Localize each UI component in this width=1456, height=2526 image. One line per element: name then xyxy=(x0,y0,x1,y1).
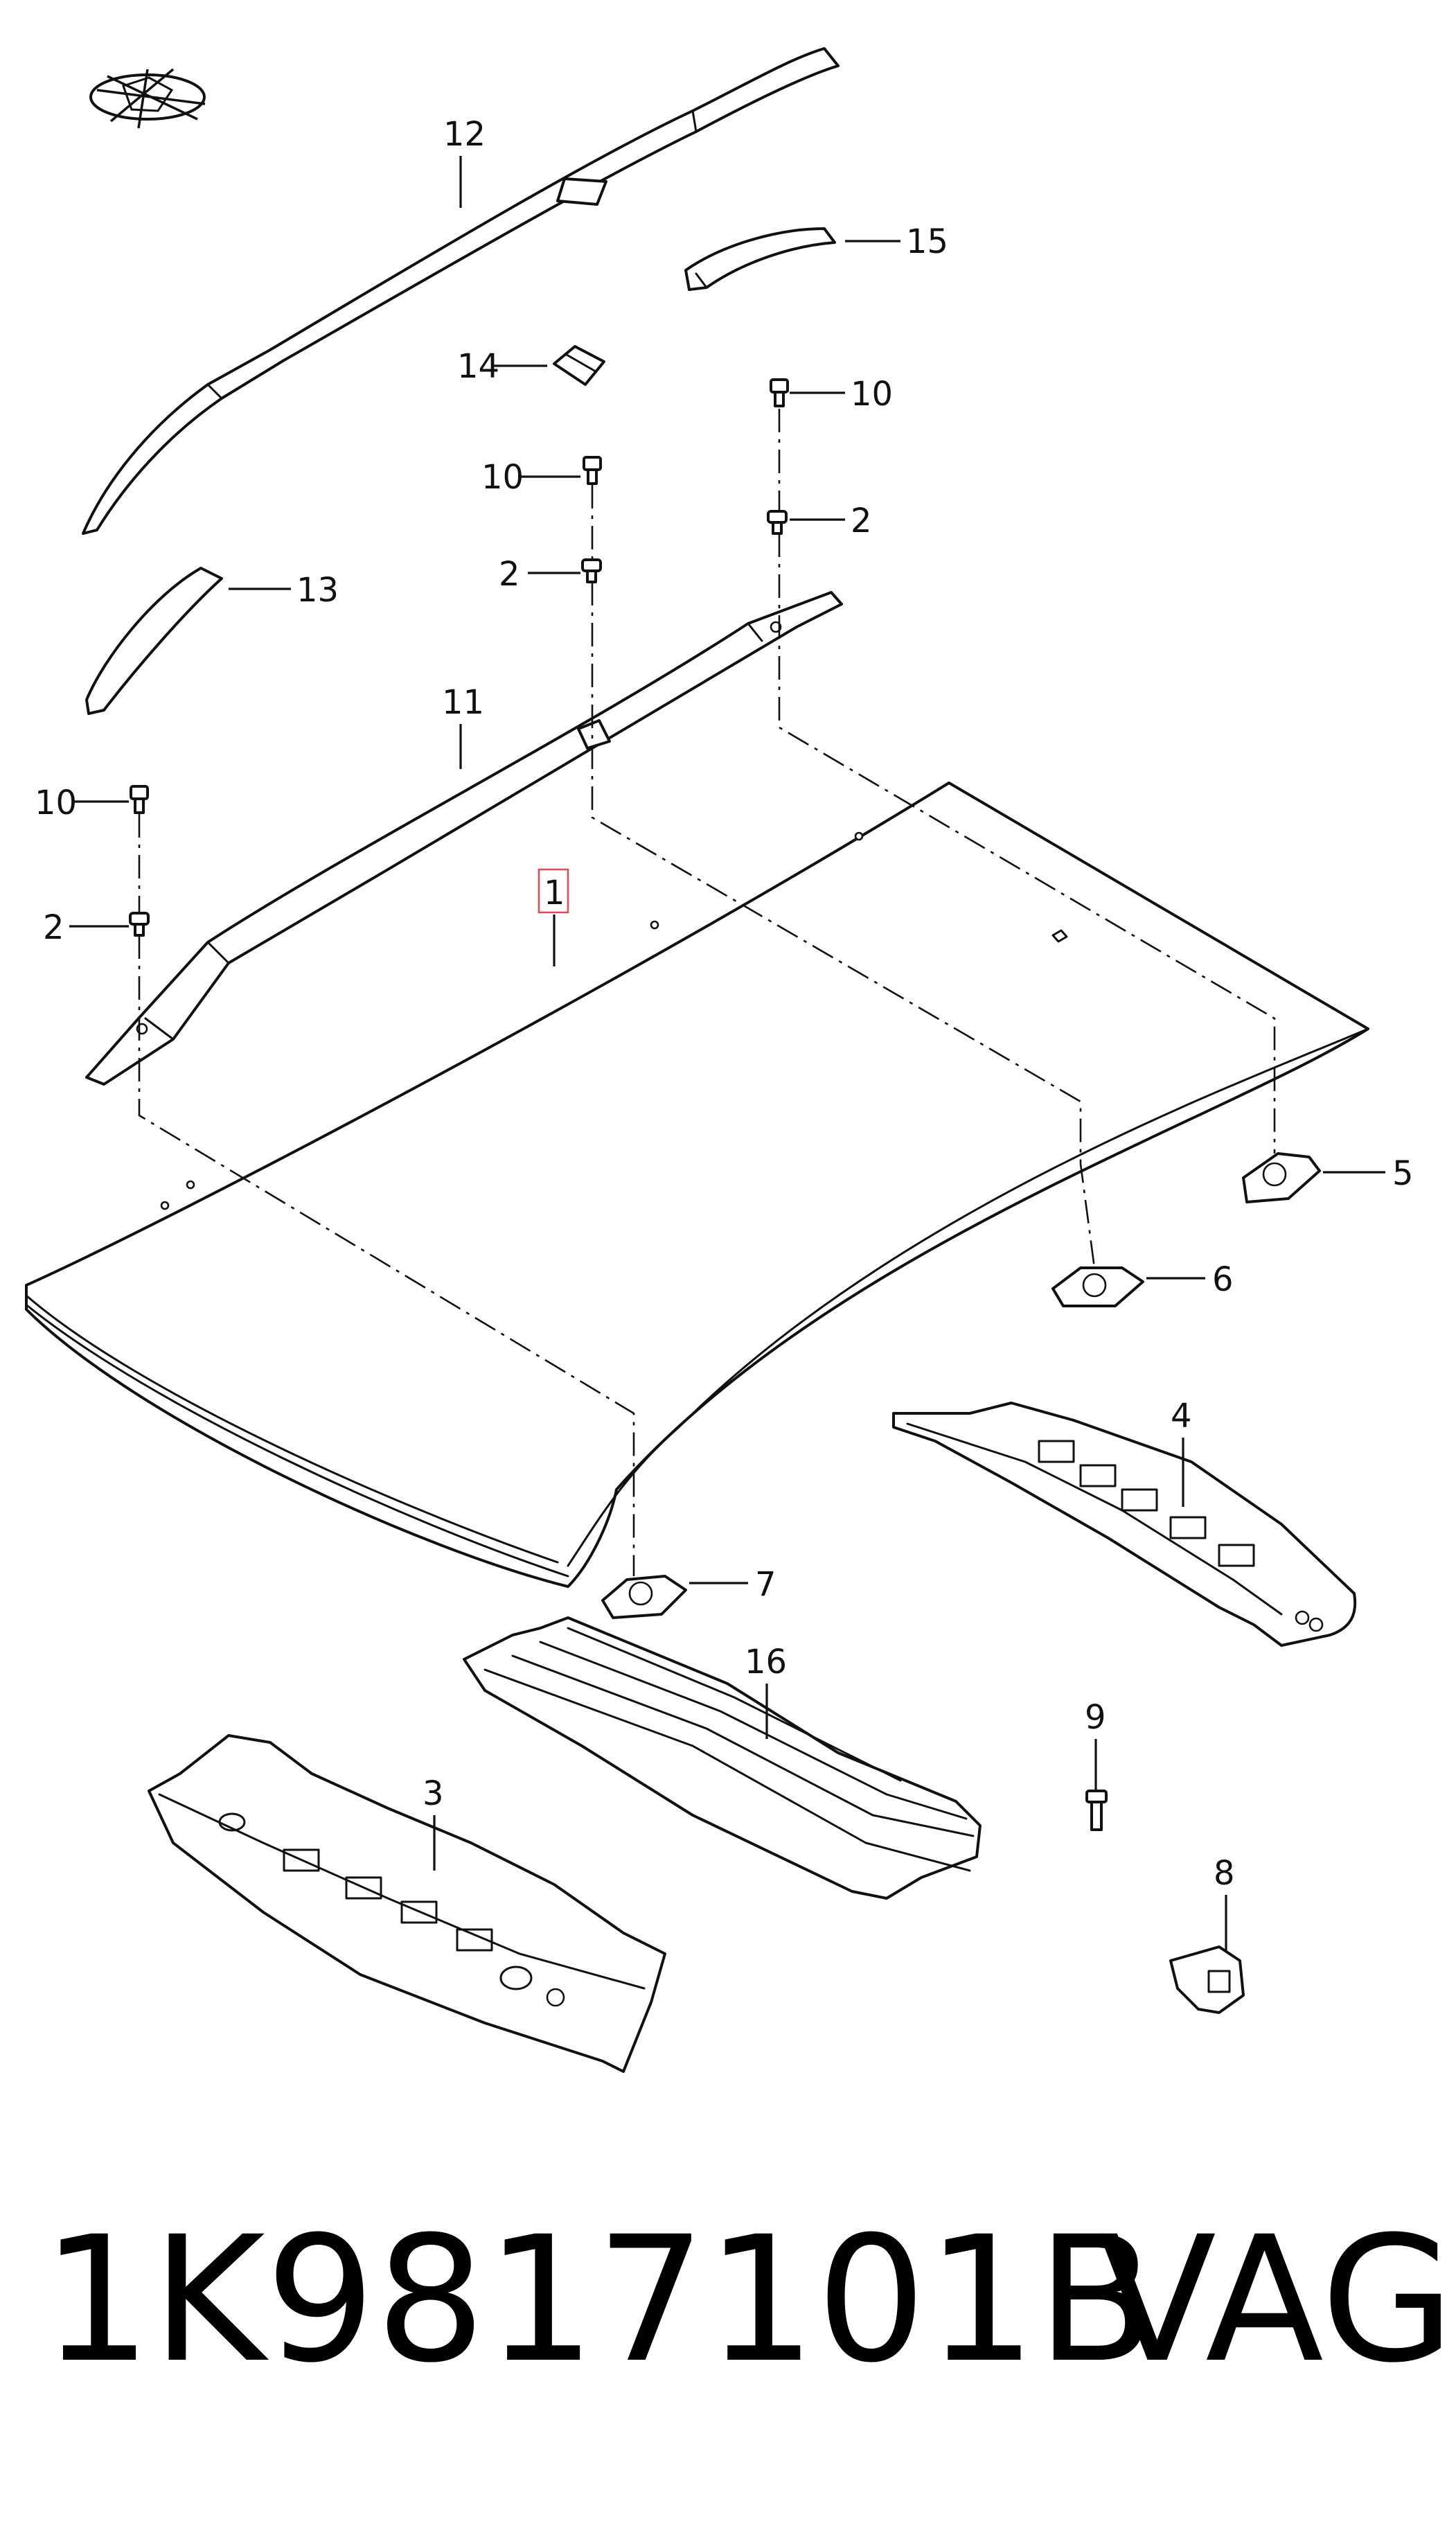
part-16-reinforcement xyxy=(463,1616,982,1900)
part-4-front-header xyxy=(892,1402,1357,1647)
part-9-bolt xyxy=(1085,1790,1108,1831)
callout-5: 5 xyxy=(1392,1154,1414,1193)
callout-14: 14 xyxy=(457,347,499,386)
callout-1-highlight-box xyxy=(538,868,569,914)
callout-2-top-center: 2 xyxy=(499,555,520,594)
part-14-clip xyxy=(553,345,605,386)
part-2-nut-right xyxy=(767,510,788,535)
part-10-bolt-left xyxy=(130,785,149,814)
part-10-bolt-right xyxy=(770,378,789,407)
brand-label: VAG xyxy=(1098,2199,1455,2401)
callout-9: 9 xyxy=(1085,1698,1106,1737)
part-2-nut-left xyxy=(129,912,150,937)
callout-2-top-right: 2 xyxy=(851,502,872,540)
part-3-rear-header xyxy=(148,1734,666,2073)
callout-1: 1 xyxy=(544,874,565,912)
callout-4: 4 xyxy=(1171,1397,1192,1436)
callout-10-top-center: 10 xyxy=(481,458,524,497)
part-15-end-cap xyxy=(684,227,836,291)
callout-7: 7 xyxy=(755,1565,776,1604)
callout-3: 3 xyxy=(423,1774,444,1813)
callout-12: 12 xyxy=(443,115,486,154)
part-12-roof-rail-long xyxy=(82,47,840,535)
callout-6: 6 xyxy=(1212,1260,1234,1299)
part-10-bolt-center xyxy=(583,456,602,485)
part-6-bracket xyxy=(1051,1266,1144,1307)
callout-13: 13 xyxy=(296,571,339,610)
leader-lines xyxy=(69,156,1385,1950)
callout-16: 16 xyxy=(745,1643,787,1681)
part-13-rear-cap xyxy=(85,567,223,715)
callout-15: 15 xyxy=(906,222,948,261)
alignment-lines xyxy=(138,409,1276,1576)
star-emblem-icon xyxy=(89,68,206,129)
part-2-nut-center xyxy=(581,558,602,583)
part-5-bracket xyxy=(1242,1152,1321,1203)
part-7-bracket xyxy=(601,1575,687,1619)
callout-2-left: 2 xyxy=(43,908,64,947)
callout-8: 8 xyxy=(1214,1854,1235,1893)
callout-10-left: 10 xyxy=(35,784,77,822)
callout-10-top-right: 10 xyxy=(851,375,893,414)
part-1-roof-panel xyxy=(25,781,1369,1588)
callout-11: 11 xyxy=(442,683,484,722)
part-8-bracket xyxy=(1169,1945,1245,2014)
part-number-label: 1K9817101B xyxy=(42,2199,1155,2401)
